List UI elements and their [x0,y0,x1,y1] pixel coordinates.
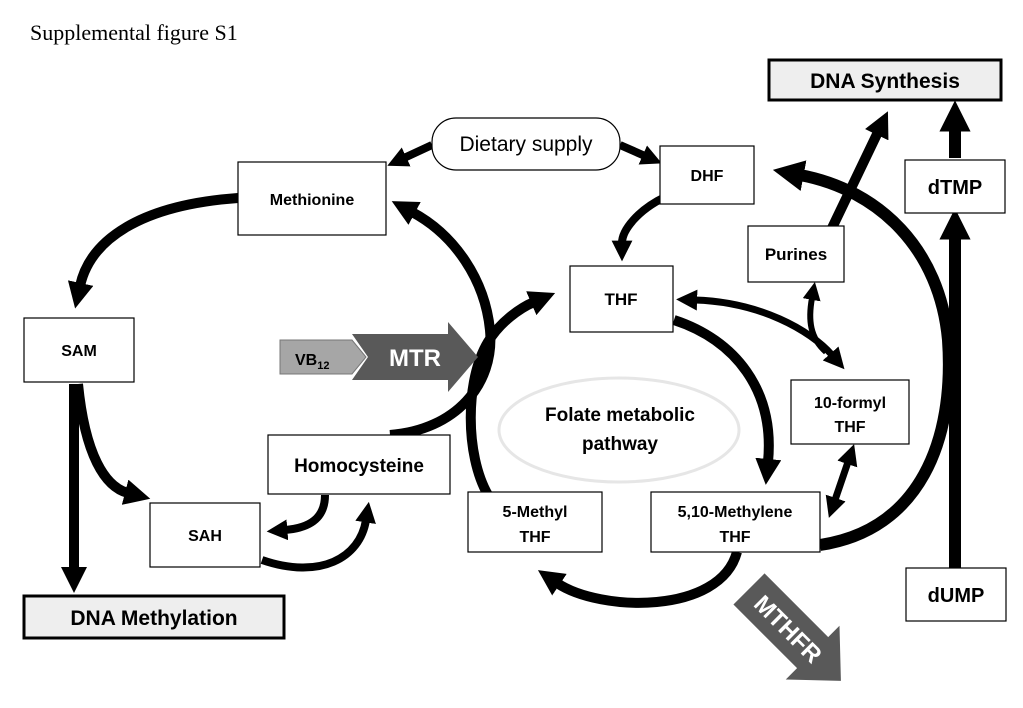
dna-methylation-label: DNA Methylation [70,607,237,630]
arrow-methionine-to-sam [67,193,239,309]
folate-pathway-ellipse [497,376,741,484]
node-dump: dUMP [905,567,1007,622]
node-homocysteine: Homocysteine [267,434,451,495]
arrow-sah-to-homocysteine [260,501,376,572]
mtr-enzyme-arrow: MTR [352,322,478,392]
figure-title: Supplemental figure S1 [30,20,238,45]
arrow-homocysteine-to-sah [266,494,329,541]
homocysteine-label: Homocysteine [294,456,424,477]
formyl-thf-label-line2: THF [834,419,865,436]
arrow-purines-to-dna-synthesis [827,111,889,231]
sam-label: SAM [61,343,97,360]
dhf-label: DHF [691,168,724,185]
vb12-subscript: 12 [317,360,329,372]
dtmp-label: dTMP [928,177,982,199]
arrow-methylenethf-to-methylthf [537,550,742,608]
methyl-thf-label-line1: 5-Methyl [503,504,568,521]
center-label-line1: Folate metabolic [545,405,695,426]
methylene-thf-label-line1: 5,10-Methylene [678,504,793,521]
methionine-label: Methionine [270,192,355,209]
arrow-sam-to-sah [73,383,151,505]
sah-label: SAH [188,528,222,545]
methylene-thf-label-line2: THF [719,529,750,546]
arrow-dietary-to-methionine [387,141,434,167]
node-5-methyl-thf: 5-Methyl THF [467,491,603,553]
purines-label: Purines [765,245,827,264]
vb12-label: VB [295,352,317,369]
mtr-label: MTR [389,345,441,372]
node-thf: THF [569,265,674,333]
node-10-formyl-thf: 10-formyl THF [790,379,910,445]
node-dhf: DHF [659,145,755,205]
center-label-line2: pathway [582,434,658,455]
node-sah: SAH [149,502,261,568]
vb12-cofactor: VB12 [279,339,367,375]
arrow-homocysteine-to-methionine [389,201,496,440]
node-purines: Purines [747,225,845,283]
dna-synthesis-label: DNA Synthesis [810,70,960,93]
formyl-thf-label-line1: 10-formyl [814,395,886,412]
dietary-supply-label: Dietary supply [459,133,593,156]
node-dna-synthesis: DNA Synthesis [767,58,1003,102]
node-dtmp: dTMP [904,159,1006,214]
methyl-thf-label-line2: THF [519,529,550,546]
arrow-methylthf-to-thf [465,291,556,498]
node-dietary-supply: Dietary supply [431,117,621,171]
thf-label: THF [604,290,637,309]
arrow-methylenethf-to-dhf [772,160,955,551]
arrow-formylthf-to-purines [802,282,829,355]
dump-label: dUMP [928,585,985,607]
arrow-formylthf-methylenethf [825,444,858,518]
arrow-dhf-to-thf [611,193,667,262]
node-dna-methylation: DNA Methylation [22,594,286,640]
svg-text:VB12: VB12 [295,352,329,372]
node-5-10-methylene-thf: 5,10-Methylene THF [650,491,821,553]
mthfr-enzyme-arrow: MTHFR [733,573,841,681]
arrow-dietary-to-dhf [618,141,662,165]
node-methionine: Methionine [237,161,387,236]
node-sam: SAM [23,317,135,383]
arrow-thf-to-methylenethf [672,315,782,485]
